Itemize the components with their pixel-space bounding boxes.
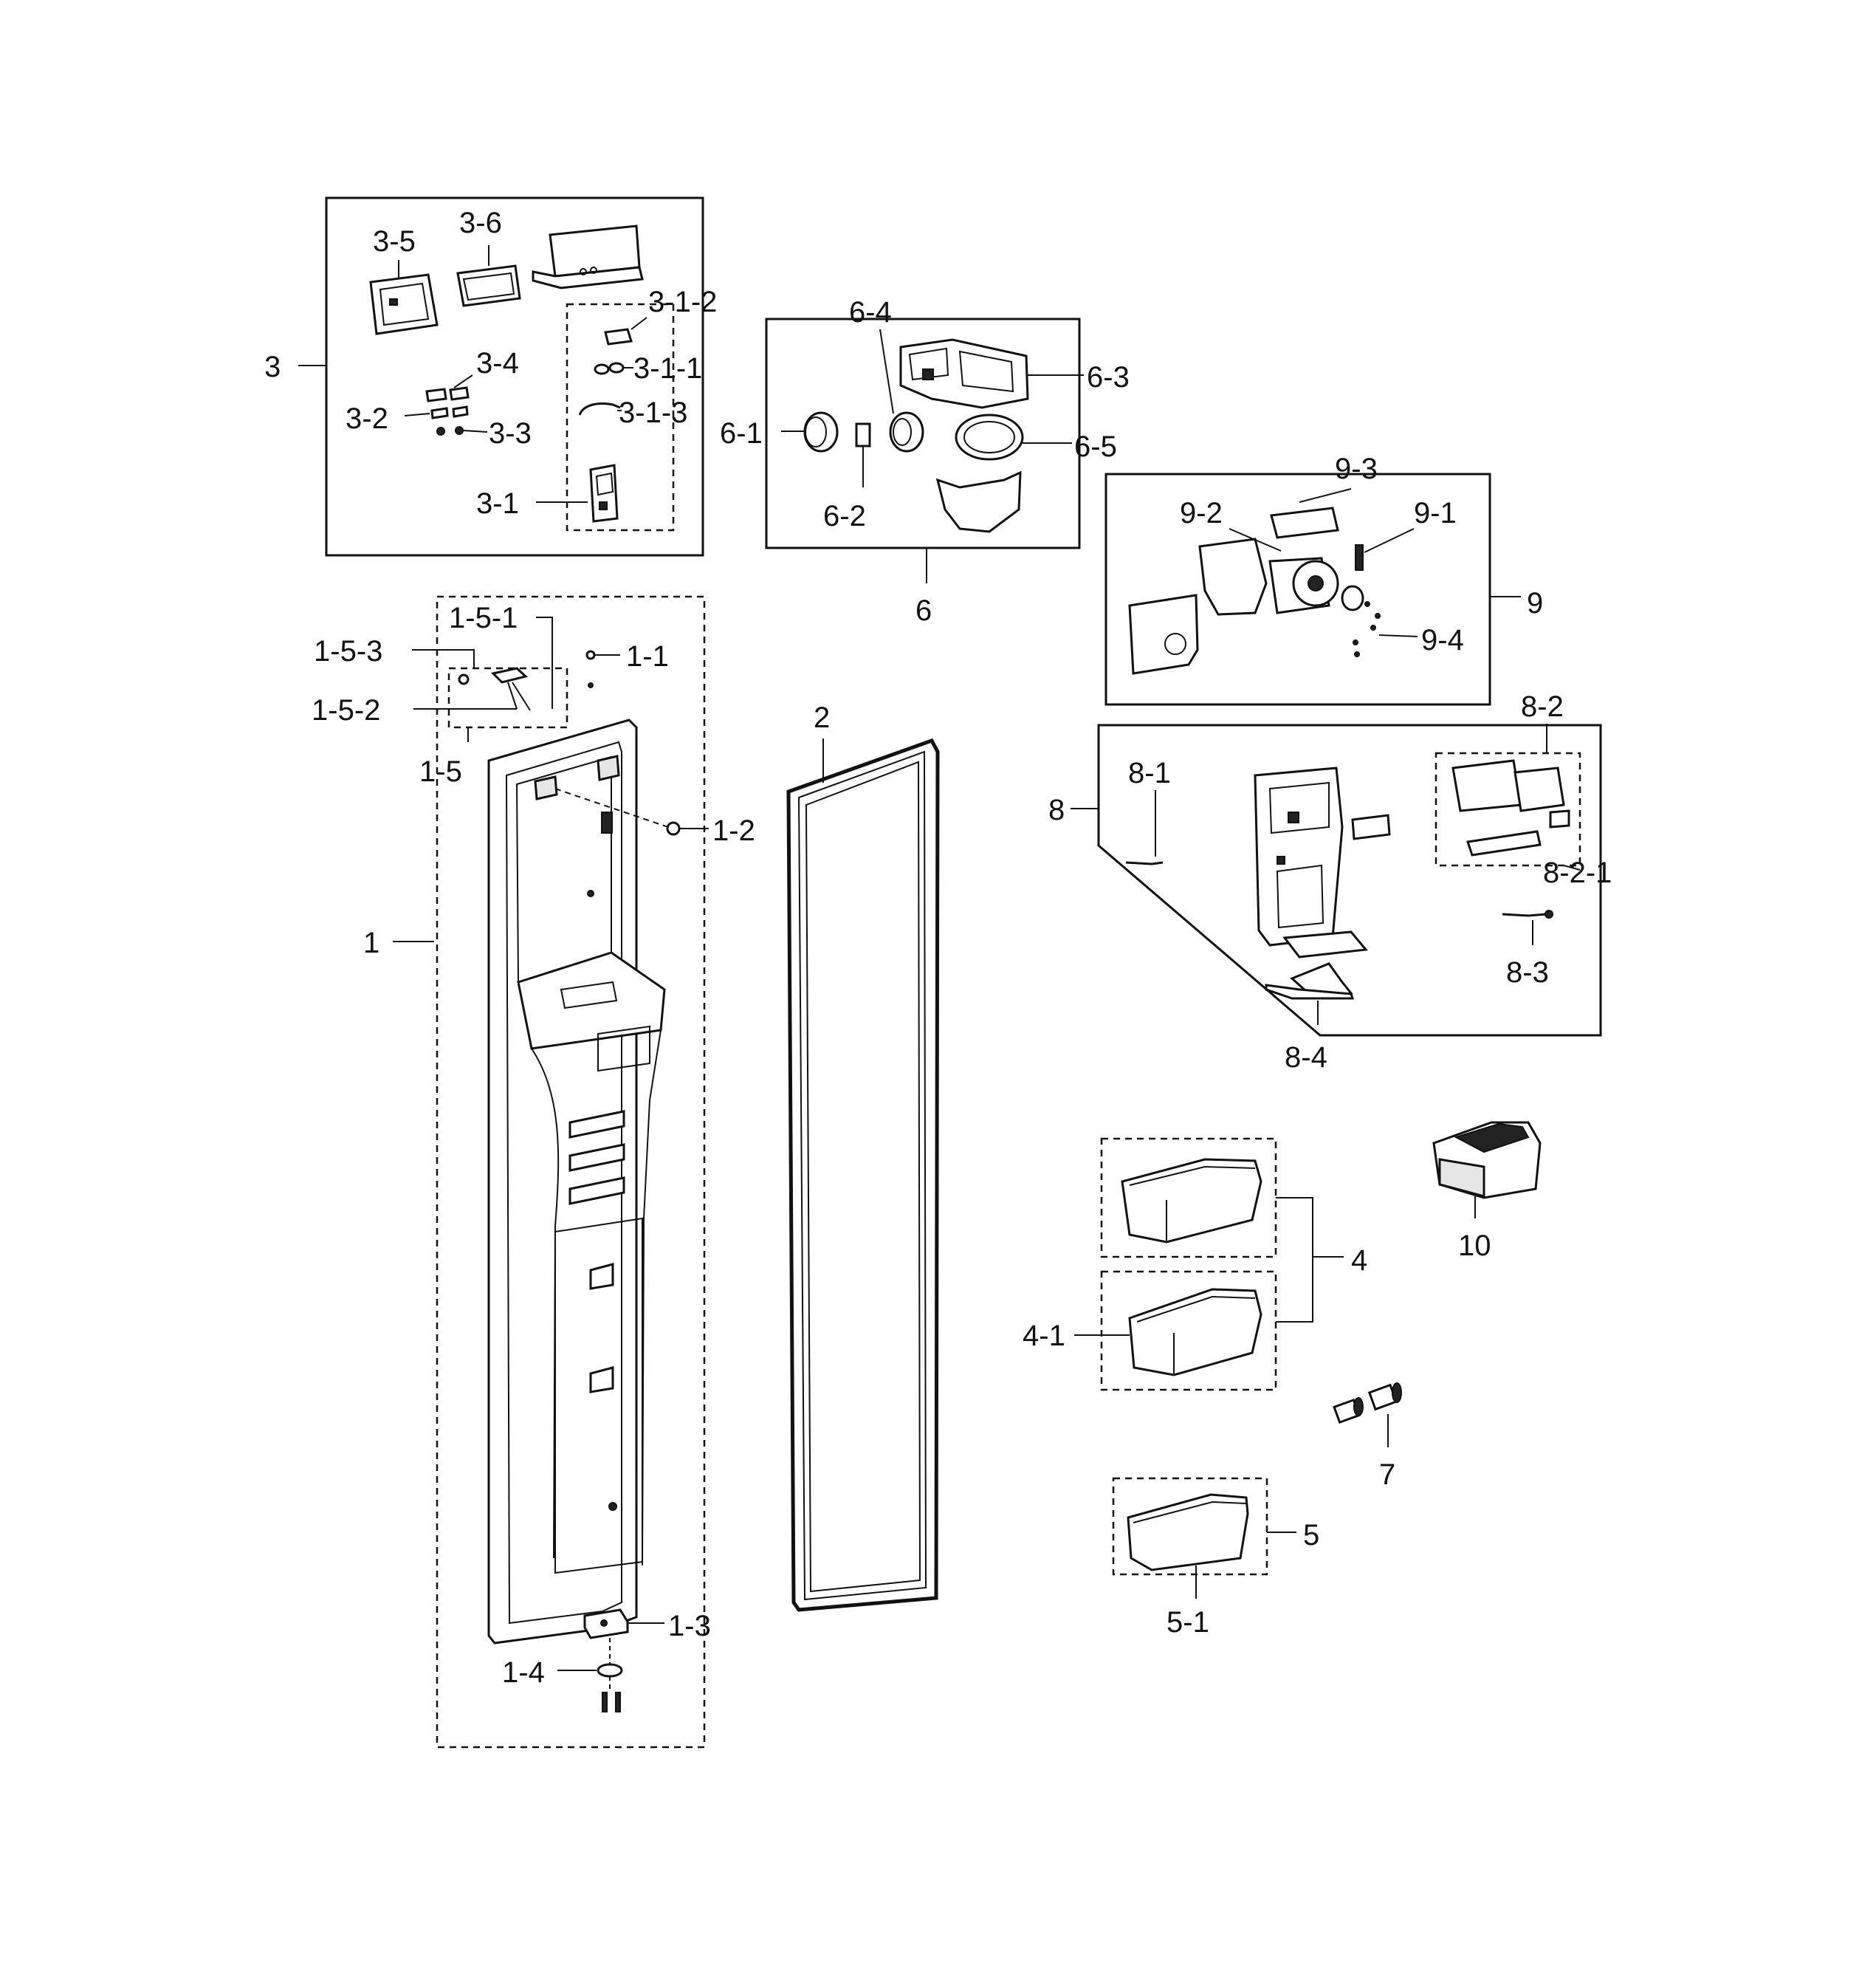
label-1-5-1: 1-5-1 [449,602,518,634]
label-3: 3 [264,351,281,383]
label-3-1-3: 3-1-3 [619,397,687,429]
part-9-3 [1270,507,1339,539]
part-crusher-housing [1128,538,1364,675]
label-7: 7 [1379,1458,1395,1491]
group-4-door-bins: 4 4-1 [1023,1137,1367,1391]
part-8-3-lever [1502,910,1553,919]
part-ice-chute [935,470,1022,533]
part-1-4-washer [597,1638,623,1712]
part-9-1-spring [1355,544,1364,571]
label-6: 6 [915,594,932,627]
label-1-5-2: 1-5-2 [312,694,380,727]
part-3-3 [436,426,464,436]
label-1-4: 1-4 [502,1656,545,1689]
label-9-4: 9-4 [1421,624,1464,656]
part-3-2 [430,405,469,419]
group-8-dispenser-unit: 8 8-1 8-2 8-2-1 8-3 [1048,690,1612,1074]
part-6-5-gear-ring [955,414,1024,461]
part-6-3-motor-housing [899,338,1029,409]
part-3-6-display-board [456,264,521,307]
label-4: 4 [1351,1244,1367,1277]
group-3-1-subframe [566,303,675,532]
group-6-frame [765,318,1081,549]
part-3-1-1 [594,362,625,375]
label-3-2: 3-2 [346,402,388,435]
group-3-frame [325,196,704,557]
label-3-5: 3-5 [373,225,416,258]
bin-4-frame [1100,1137,1277,1258]
label-10: 10 [1458,1230,1491,1262]
part-door-liner [487,719,666,1645]
label-1-1: 1-1 [626,640,669,673]
part-4-1-bin-lower [1128,1288,1262,1376]
part-10-ice-bucket [1432,1121,1542,1199]
group-1-frame [436,595,706,1749]
part-3-4 [425,386,470,402]
group-1-5-subframe [447,667,568,729]
label-9-1: 9-1 [1414,497,1457,529]
part-1-2-cap [666,821,681,836]
bin-5-frame [1112,1477,1268,1576]
label-8-1: 8-1 [1128,757,1171,789]
label-8-3: 8-3 [1506,956,1549,989]
label-8: 8 [1048,794,1065,826]
label-6-3: 6-3 [1087,361,1130,394]
group-8-2-subframe [1435,752,1581,867]
part-3-1-2 [604,328,633,346]
label-1-5-3: 1-5-3 [314,635,382,668]
label-9: 9 [1527,587,1543,620]
label-6-4: 6-4 [849,296,892,329]
part-1-3-hinge [583,1608,629,1639]
part-2-door-gasket [786,738,940,1612]
label-8-2: 8-2 [1521,690,1564,723]
label-3-4: 3-4 [476,347,519,380]
label-1-3: 1-3 [668,1610,711,1642]
label-1-2: 1-2 [712,815,755,847]
part-3-1-3 [578,402,621,416]
part-1-5-bracket [458,667,531,711]
label-6-2: 6-2 [823,500,866,532]
bin-4-1-frame [1100,1270,1277,1391]
group-8-frame [1097,724,1602,1037]
label-5: 5 [1303,1519,1319,1551]
group-3-dispenser-controls: 3 3-5 3-6 3-1-2 [264,196,717,557]
label-1-5: 1-5 [419,755,462,788]
label-3-3: 3-3 [489,417,532,450]
group-9-ice-crusher: 9 9-3 9-2 9-1 9-4 [1104,453,1543,706]
label-9-2: 9-2 [1180,497,1223,529]
label-3-1: 3-1 [476,487,519,520]
part-3-5-display-cover [369,273,439,335]
part-dispenser-bracket [532,224,644,289]
part-6-1-motor [803,411,839,453]
part-3-1-housing [589,464,619,523]
label-3-6: 3-6 [459,207,502,239]
label-6-1: 6-1 [720,417,763,450]
part-7-water-fittings [1333,1382,1402,1424]
part-5-1-bin [1127,1493,1249,1571]
part-8-1 [1125,861,1164,865]
label-6-5: 6-5 [1074,431,1117,463]
part-6-4-solenoid [889,411,924,453]
label-1: 1 [363,927,379,959]
part-8-4-paddle [1265,962,1355,1000]
label-8-4: 8-4 [1285,1041,1327,1074]
group-1-door-assembly: 1 1-5-1 1-5-3 [312,595,755,1749]
part-1-1-screw [585,650,596,688]
part-9-4-screws [1353,601,1381,657]
label-2: 2 [814,702,830,734]
part-4-bin-upper [1121,1158,1262,1244]
label-9-3: 9-3 [1335,453,1378,485]
group-6-ice-route: 6 6-4 6-3 6-1 6-2 [720,296,1130,627]
label-3-1-2: 3-1-2 [648,286,717,318]
label-4-1: 4-1 [1023,1320,1065,1352]
part-dispenser-housing [1254,767,1391,959]
label-5-1: 5-1 [1167,1606,1209,1639]
part-8-2-dispenser-module [1451,759,1570,857]
label-3-1-1: 3-1-1 [633,352,702,385]
group-5-door-bin: 5 5-1 [1112,1477,1319,1639]
part-6-2-switch [855,422,871,447]
label-8-2-1: 8-2-1 [1543,857,1612,889]
group-9-frame [1104,473,1491,706]
